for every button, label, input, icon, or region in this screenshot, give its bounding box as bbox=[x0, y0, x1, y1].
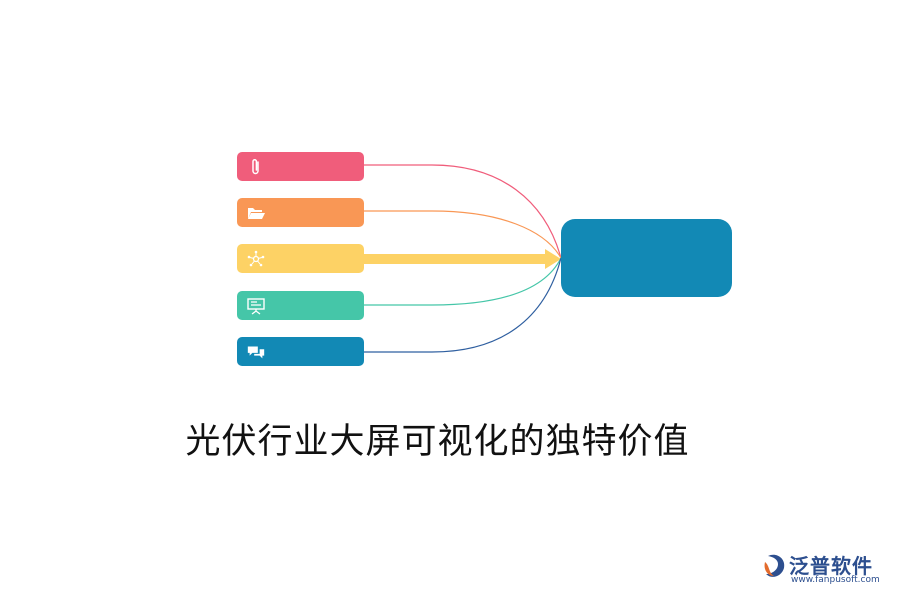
central-hub-node bbox=[561, 219, 732, 297]
folder-open-icon bbox=[246, 203, 266, 223]
node-2 bbox=[237, 198, 364, 227]
node-4 bbox=[237, 291, 364, 320]
connector-3-arrow bbox=[364, 254, 547, 264]
paperclip-icon bbox=[246, 157, 266, 177]
watermark-url: www.fanpusoft.com bbox=[791, 575, 880, 585]
node-1 bbox=[237, 152, 364, 181]
watermark-brand: 泛普软件 bbox=[789, 554, 873, 578]
connector-1 bbox=[364, 164, 562, 259]
fanpu-logo-icon bbox=[764, 554, 785, 577]
connector-5 bbox=[364, 257, 562, 353]
presentation-board-icon bbox=[246, 296, 266, 316]
chat-bubbles-icon bbox=[246, 342, 266, 362]
watermark: 泛普软件 www.fanpusoft.com bbox=[762, 550, 888, 586]
network-icon bbox=[246, 249, 266, 269]
connector-4 bbox=[364, 257, 562, 306]
diagram-title: 光伏行业大屏可视化的独特价值 bbox=[185, 422, 690, 462]
node-5 bbox=[237, 337, 364, 366]
node-3 bbox=[237, 244, 364, 273]
connector-2 bbox=[364, 210, 562, 259]
connector-3-arrowhead bbox=[545, 249, 561, 269]
